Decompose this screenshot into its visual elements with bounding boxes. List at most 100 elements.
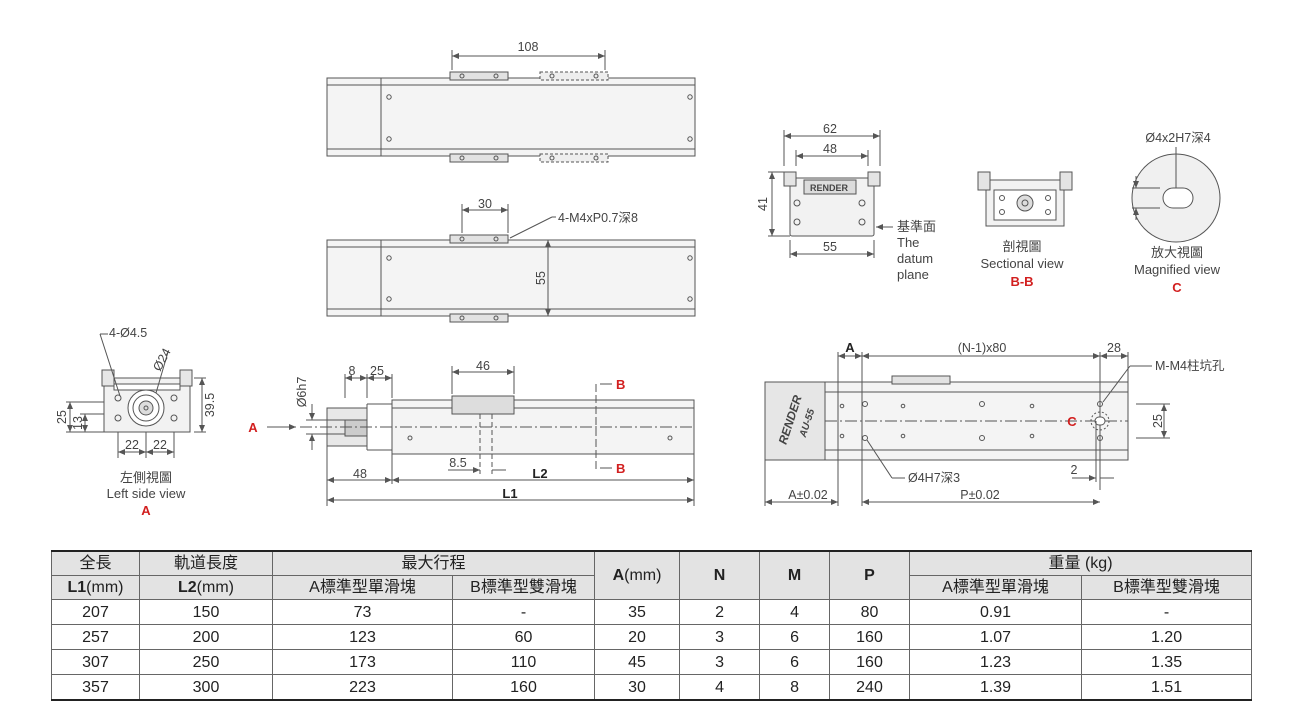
dim-side-13: 13 xyxy=(71,416,85,430)
cell-P: 160 xyxy=(829,624,911,650)
dim-side-22a: 22 xyxy=(125,438,139,452)
cell-weight-a: 0.91 xyxy=(909,599,1083,625)
plan-view xyxy=(764,352,1170,506)
dim-55-vertical: 55 xyxy=(534,271,548,285)
dim-mag-hole: Ø4x2H7深4 xyxy=(1145,131,1210,145)
cell-weight-a: 1.39 xyxy=(909,674,1083,701)
header-N: N xyxy=(679,550,761,600)
cut-B-top: B xyxy=(616,377,625,392)
header-stroke-a: A標準型單滑塊 xyxy=(272,575,453,600)
header-A: A(mm) xyxy=(594,550,681,600)
left-view-cn: 左側視圖 xyxy=(120,470,172,485)
cell-P: 160 xyxy=(829,649,911,675)
front-view xyxy=(267,366,695,506)
cut-B-bottom: B xyxy=(616,461,625,476)
header-rail-length: 軌道長度 xyxy=(139,550,273,576)
dim-plan-25: 25 xyxy=(1151,414,1165,428)
dim-side-39-5: 39.5 xyxy=(203,393,217,417)
dim-front-25: 25 xyxy=(370,364,384,378)
table-row: 257 200 123 60 20 3 6 160 1.07 1.20 xyxy=(51,624,1253,650)
dim-front-46: 46 xyxy=(476,359,490,373)
technical-drawing: 108 30 4-M4xP0.7深8 55 xyxy=(55,40,1225,518)
header-L2: L2(mm) xyxy=(139,575,273,600)
magnified-tag: C xyxy=(1172,280,1182,295)
end-view xyxy=(768,130,893,258)
cell-weight-b: 1.20 xyxy=(1081,624,1253,650)
magnified-en: Magnified view xyxy=(1134,262,1221,277)
table-row: 307 250 173 110 45 3 6 160 1.23 1.35 xyxy=(51,649,1253,675)
top-view-lower xyxy=(326,204,696,323)
cell-N: 3 xyxy=(679,624,761,650)
datum-en-1: The xyxy=(897,235,919,250)
dim-front-L1: L1 xyxy=(502,486,517,501)
dim-plan-P-tol: P±0.02 xyxy=(960,488,1000,502)
dim-front-8-5: 8.5 xyxy=(449,456,466,470)
cell-L1: 307 xyxy=(51,649,140,675)
dim-end-62: 62 xyxy=(823,122,837,136)
cell-L1: 207 xyxy=(51,599,140,625)
cell-M: 6 xyxy=(759,649,831,675)
header-weight: 重量 (kg) xyxy=(909,550,1253,576)
cell-weight-b: 1.35 xyxy=(1081,649,1253,675)
cell-stroke-b: 60 xyxy=(451,624,596,650)
dim-side-dia: Ø24 xyxy=(150,346,173,373)
dim-thread: 4-M4xP0.7深8 xyxy=(558,211,638,225)
cell-L2: 250 xyxy=(139,649,273,675)
table-row: 207 150 73 - 35 2 4 80 0.91 - xyxy=(51,599,1253,625)
dim-side-22b: 22 xyxy=(153,438,167,452)
sectional-view xyxy=(977,171,1073,227)
dim-plan-M: M-M4柱坑孔 xyxy=(1155,358,1225,373)
magnified-view xyxy=(1131,147,1221,243)
spec-table: 全長 軌道長度 最大行程 A(mm) N M P 重量 (kg) L1(mm) … xyxy=(51,550,1253,701)
dim-front-8: 8 xyxy=(349,364,356,378)
cell-stroke-a: 223 xyxy=(272,674,453,701)
header-P: P xyxy=(829,550,911,600)
cell-stroke-a: 123 xyxy=(272,624,453,650)
dim-plan-28: 28 xyxy=(1107,341,1121,355)
header-L1: L1(mm) xyxy=(51,575,140,600)
cell-stroke-b: - xyxy=(451,599,596,625)
dim-plan-hole: Ø4H7深3 xyxy=(908,471,960,485)
dim-end-48: 48 xyxy=(823,142,837,156)
cell-stroke-a: 173 xyxy=(272,649,453,675)
cell-A: 30 xyxy=(594,674,681,701)
left-side-view xyxy=(66,333,206,458)
section-tag: B-B xyxy=(1010,274,1033,289)
header-max-stroke: 最大行程 xyxy=(271,550,596,576)
dim-front-L2: L2 xyxy=(532,466,547,481)
cell-A: 45 xyxy=(594,649,681,675)
datum-cn: 基準面 xyxy=(897,219,936,234)
end-view-brand: RENDER xyxy=(810,183,849,193)
dim-side-hole: 4-Ø4.5 xyxy=(109,326,147,340)
callout-C: C xyxy=(1067,414,1077,429)
cell-N: 2 xyxy=(679,599,761,625)
dim-front-48: 48 xyxy=(353,467,367,481)
cell-stroke-a: 73 xyxy=(272,599,453,625)
cell-weight-b: - xyxy=(1081,599,1253,625)
cell-L2: 300 xyxy=(139,674,273,701)
dim-plan-2: 2 xyxy=(1071,463,1078,477)
dim-side-25: 25 xyxy=(55,410,69,424)
dim-plan-A-tol: A±0.02 xyxy=(788,488,828,502)
cell-stroke-b: 110 xyxy=(451,649,596,675)
header-total-length: 全長 xyxy=(51,550,140,576)
cell-L1: 257 xyxy=(51,624,140,650)
header-weight-b: B標準型雙滑塊 xyxy=(1081,575,1253,600)
datum-en-3: plane xyxy=(897,267,929,282)
section-cn: 剖視圖 xyxy=(1002,239,1041,254)
header-weight-a: A標準型單滑塊 xyxy=(909,575,1083,600)
dim-108: 108 xyxy=(518,40,539,54)
cell-P: 80 xyxy=(829,599,911,625)
magnified-cn: 放大視圖 xyxy=(1151,245,1203,260)
dim-end-55: 55 xyxy=(823,240,837,254)
dim-front-6h7: Ø6h7 xyxy=(295,377,309,408)
cell-P: 240 xyxy=(829,674,911,701)
cell-A: 20 xyxy=(594,624,681,650)
cell-M: 4 xyxy=(759,599,831,625)
top-view-upper xyxy=(326,50,696,163)
section-en: Sectional view xyxy=(980,256,1064,271)
cell-L2: 150 xyxy=(139,599,273,625)
dim-plan-A: A xyxy=(845,340,855,355)
dim-30: 30 xyxy=(478,197,492,211)
header-stroke-b: B標準型雙滑塊 xyxy=(451,575,596,600)
